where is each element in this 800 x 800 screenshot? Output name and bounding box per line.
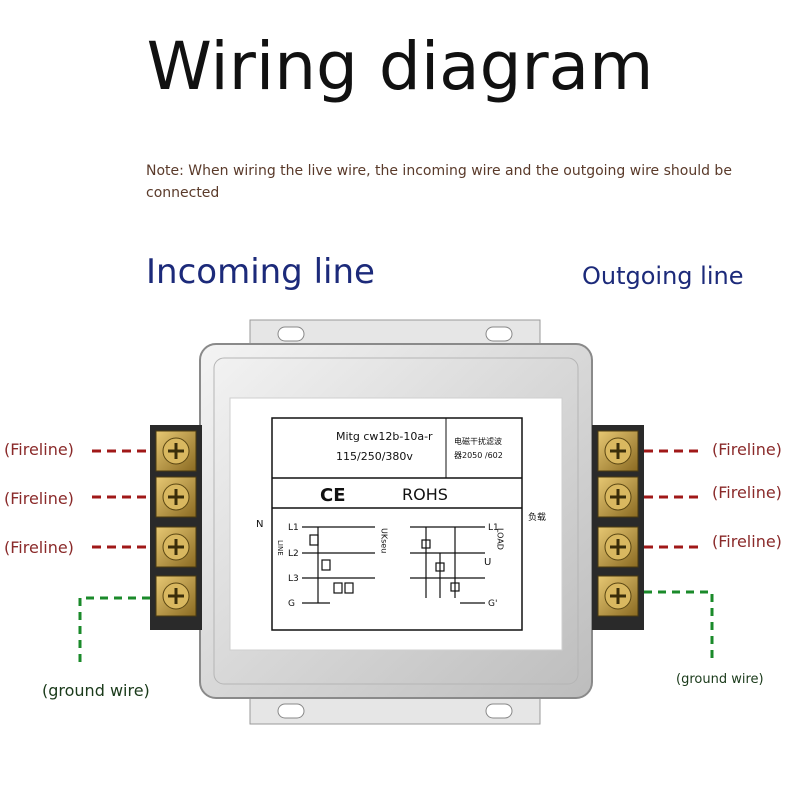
label-card: [229, 397, 563, 651]
terminal-g-right: G': [488, 599, 497, 609]
card-cn-line1: 电磁干扰滤波: [454, 436, 502, 446]
right-terminal-block: [592, 425, 644, 630]
right-terminal-screw-3: [597, 526, 639, 568]
left-fireline-label-2: (Fireline): [4, 489, 74, 508]
mid-right-u: U: [484, 557, 491, 568]
right-fireline-label-1: (Fireline): [712, 440, 782, 459]
mid-left-label: UKseu: [380, 528, 389, 553]
right-terminal-screw-4: [597, 575, 639, 617]
right-terminal-screw-1: [597, 430, 639, 472]
card-model: Mitg cw12b-10a-r: [336, 430, 433, 443]
left-fireline-label-1: (Fireline): [4, 440, 74, 459]
left-terminal-screw-2: [155, 476, 197, 518]
left-terminal-block: [150, 425, 202, 630]
right-fire-wires: [644, 449, 702, 549]
terminal-l2-left: L2: [288, 549, 299, 559]
left-terminal-screw-4: [155, 575, 197, 617]
rohs-mark: ROHS: [402, 485, 448, 504]
page-title: Wiring diagram: [146, 28, 654, 105]
left-terminal-screw-3: [155, 526, 197, 568]
ground-wires: [78, 590, 714, 668]
mid-right-label: LOAD: [496, 528, 505, 550]
card-voltage: 115/250/380v: [336, 450, 413, 463]
outgoing-line-heading: Outgoing line: [582, 262, 744, 290]
card-cn-line2: 器2050 /602: [454, 451, 503, 460]
right-fireline-label-2: (Fireline): [712, 483, 782, 502]
line-vertical-label: LINE: [276, 540, 284, 556]
left-terminal-screw-1: [155, 430, 197, 472]
right-fireline-label-3: (Fireline): [712, 532, 782, 551]
right-terminal-screw-2: [597, 476, 639, 518]
left-ground-wire-label: (ground wire): [42, 681, 150, 700]
terminal-g-left: G: [288, 599, 295, 609]
terminal-l1-left: L1: [288, 523, 299, 533]
right-ground-wire-label: (ground wire): [676, 672, 764, 687]
wiring-note: Note: When wiring the live wire, the inc…: [146, 163, 732, 201]
side-label-left: N: [256, 519, 263, 530]
side-label-right: 负载: [528, 511, 546, 523]
schematic-lines: [302, 526, 485, 604]
terminal-l1-right: L1: [488, 523, 499, 533]
left-fire-wires: [92, 449, 150, 549]
ce-mark: CE: [320, 485, 346, 506]
terminal-l3-left: L3: [288, 574, 299, 584]
incoming-line-heading: Incoming line: [146, 252, 375, 292]
left-fireline-label-3: (Fireline): [4, 538, 74, 557]
